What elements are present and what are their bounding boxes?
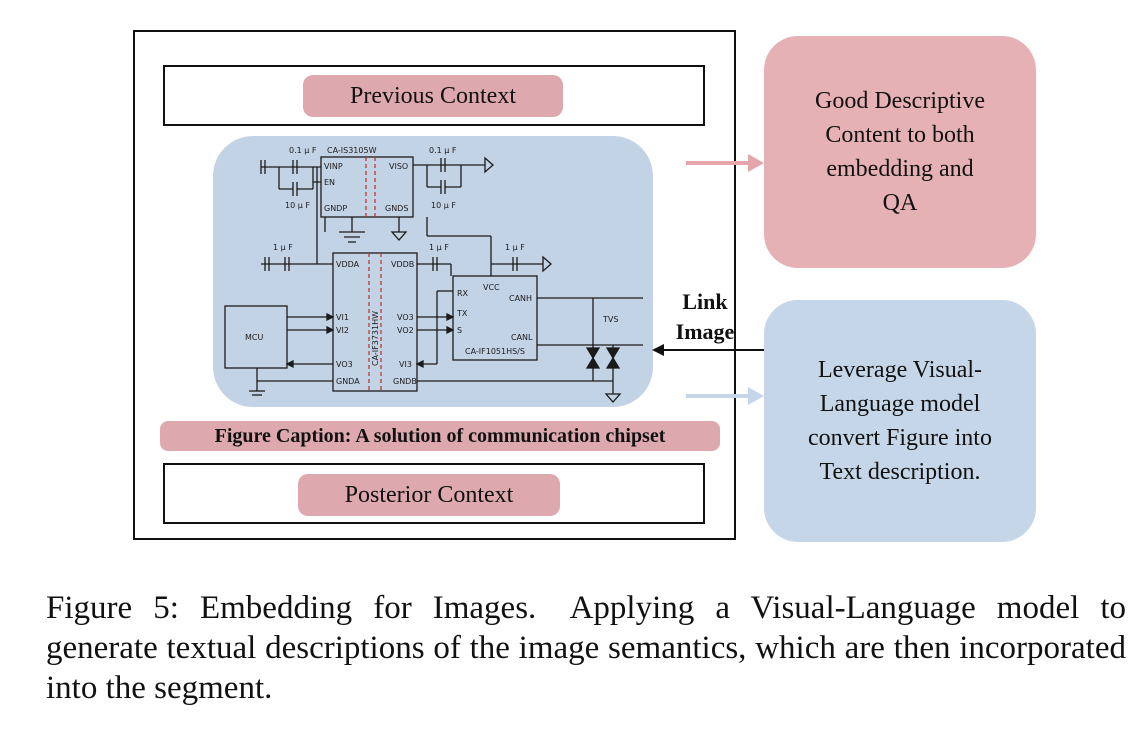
pin-label: VI1 (336, 313, 349, 322)
pin-label: RX (457, 289, 469, 298)
link-arrow-head (652, 344, 664, 356)
figure-body: Applying a Visual-Language model to gene… (46, 590, 1127, 706)
figure-title: Embedding for Images. (199, 590, 537, 626)
cap-label: 10 μ F (285, 201, 310, 210)
isolator-chip-1 (320, 156, 414, 218)
circuit-diagram: 0.1 μ F 10 μ F 0.1 μ F 10 μ F 1 μ F 1 μ … (224, 146, 643, 403)
pin-label: VDDB (391, 260, 414, 269)
leverage-box-line: Language model (819, 391, 981, 417)
pin-label: VO2 (397, 326, 414, 335)
pin-label: TX (456, 309, 468, 318)
cap-label: 1 μ F (273, 243, 293, 252)
cap-label: 1 μ F (505, 243, 525, 252)
mcu-box (224, 305, 288, 369)
leverage-vlm-box: Leverage Visual- Language model convert … (764, 300, 1036, 542)
tvs-label: TVS (602, 315, 618, 324)
pin-label: VISO (389, 162, 408, 171)
pin-label: GNDB (393, 377, 417, 386)
chip-label: CA-IF1051HS/S (465, 347, 525, 356)
pin-label: GNDP (324, 204, 347, 213)
pin-label: GNDA (336, 377, 360, 386)
pin-label: VCC (483, 283, 500, 292)
pin-label: CANH (509, 294, 532, 303)
connector-arrows (652, 154, 765, 405)
link-image-line-1: Link (682, 289, 728, 314)
previous-context-label: Previous Context (303, 75, 563, 117)
figure-number: Figure 5: (46, 590, 179, 626)
leverage-box-line: convert Figure into (808, 425, 992, 451)
good-box-line: Content to both (825, 122, 975, 148)
cap-label: 10 μ F (431, 201, 456, 210)
leverage-box-line: Leverage Visual- (817, 357, 983, 383)
pin-label: VO3 (336, 360, 353, 369)
document-panel (133, 30, 736, 540)
posterior-context-label: Posterior Context (298, 474, 560, 516)
pin-label: S (457, 326, 462, 335)
mcu-label: MCU (245, 333, 263, 342)
figure-description: Figure 5: Embedding for Images. Applying… (46, 588, 1126, 708)
link-image-line-2: Image (675, 319, 735, 344)
pin-label: GNDS (385, 204, 408, 213)
leverage-box-line: Text description. (819, 459, 981, 485)
pin-label: VI3 (399, 360, 412, 369)
good-box-line: Good Descriptive (815, 88, 985, 114)
good-descriptive-box: Good Descriptive Content to both embeddi… (764, 36, 1036, 268)
chip-label: CA-IS3105W (327, 146, 377, 155)
cap-label: 0.1 μ F (289, 146, 317, 155)
link-image-label: Link Image (665, 287, 745, 347)
pin-label: VINP (324, 162, 343, 171)
circuit-figure: 0.1 μ F 10 μ F 0.1 μ F 10 μ F 1 μ F 1 μ … (213, 136, 653, 407)
pin-label: EN (324, 178, 335, 187)
pink-arrow-head (748, 154, 764, 172)
pin-label: VO3 (397, 313, 414, 322)
isolator-chip-2 (332, 252, 418, 392)
transceiver-chip (452, 275, 538, 361)
pin-label: VDDA (336, 260, 360, 269)
cap-label: 0.1 μ F (429, 146, 457, 155)
good-box-line: QA (882, 190, 918, 216)
blue-arrow-head (748, 387, 764, 405)
chip-label: CA-IF3731HW (371, 311, 380, 366)
good-box-line: embedding and (826, 156, 974, 182)
cap-label: 1 μ F (429, 243, 449, 252)
figure-caption: Figure Caption: A solution of communicat… (160, 421, 720, 451)
pin-label: CANL (511, 333, 533, 342)
pin-label: VI2 (336, 326, 349, 335)
